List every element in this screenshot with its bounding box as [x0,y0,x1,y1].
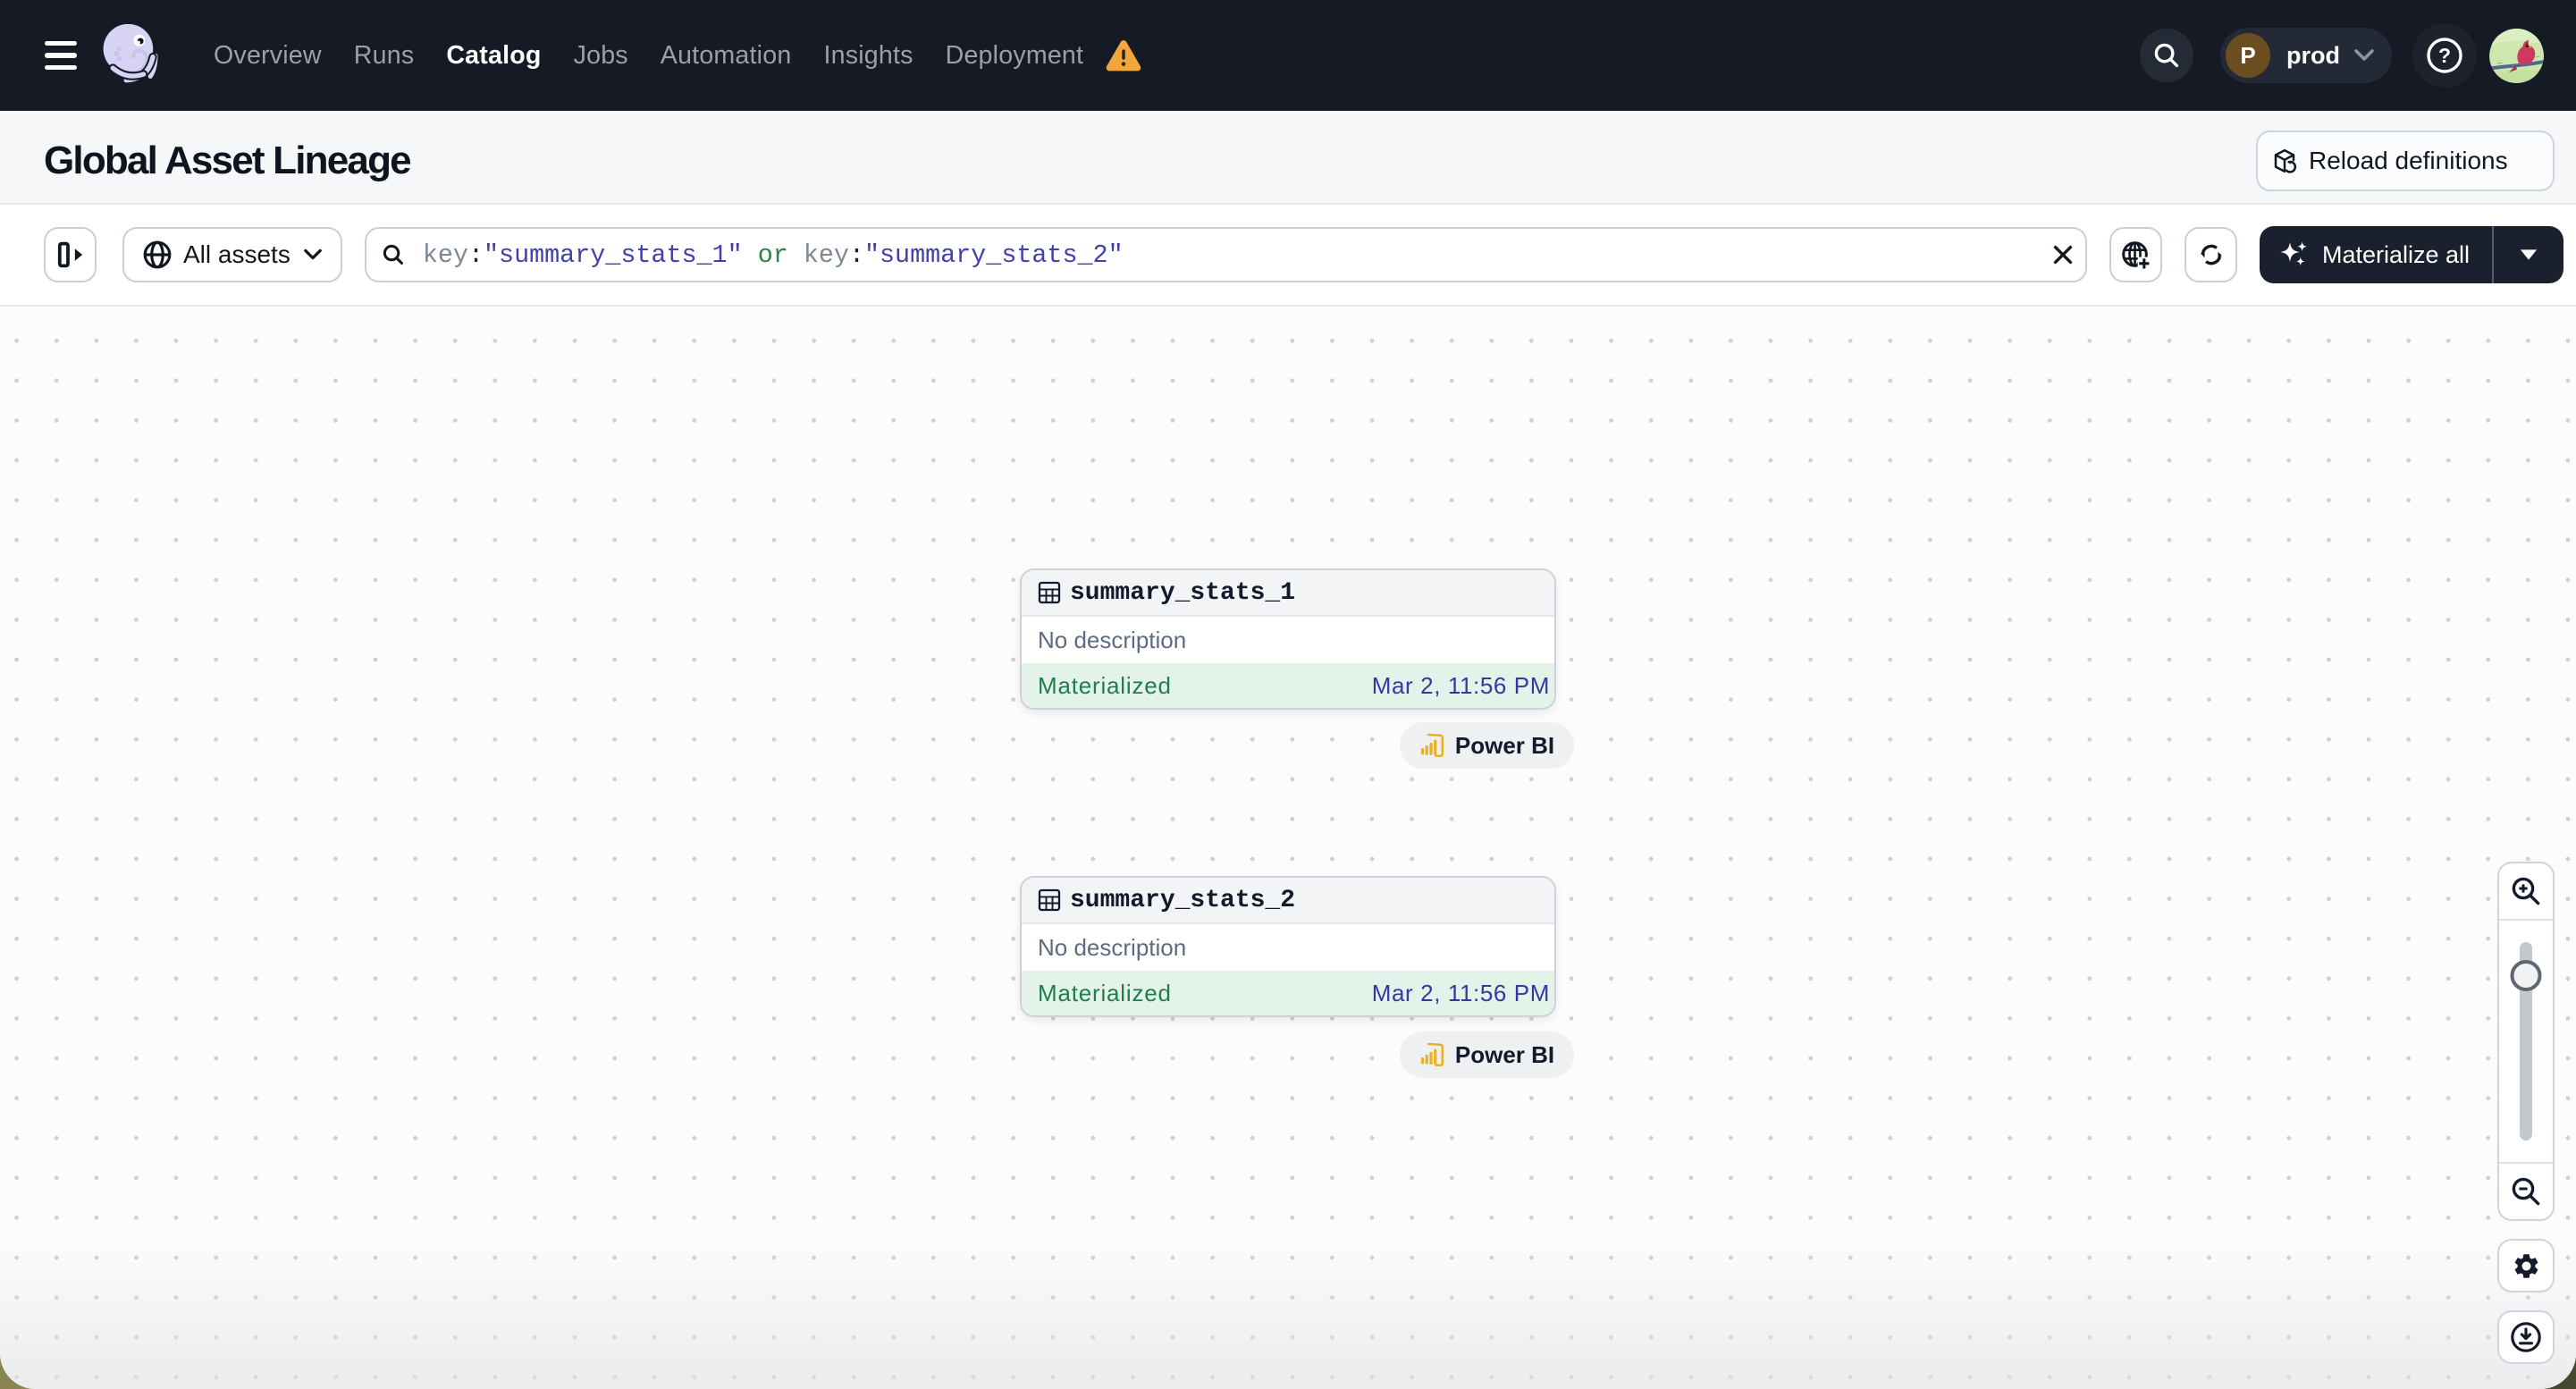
svg-text:?: ? [2438,44,2451,67]
